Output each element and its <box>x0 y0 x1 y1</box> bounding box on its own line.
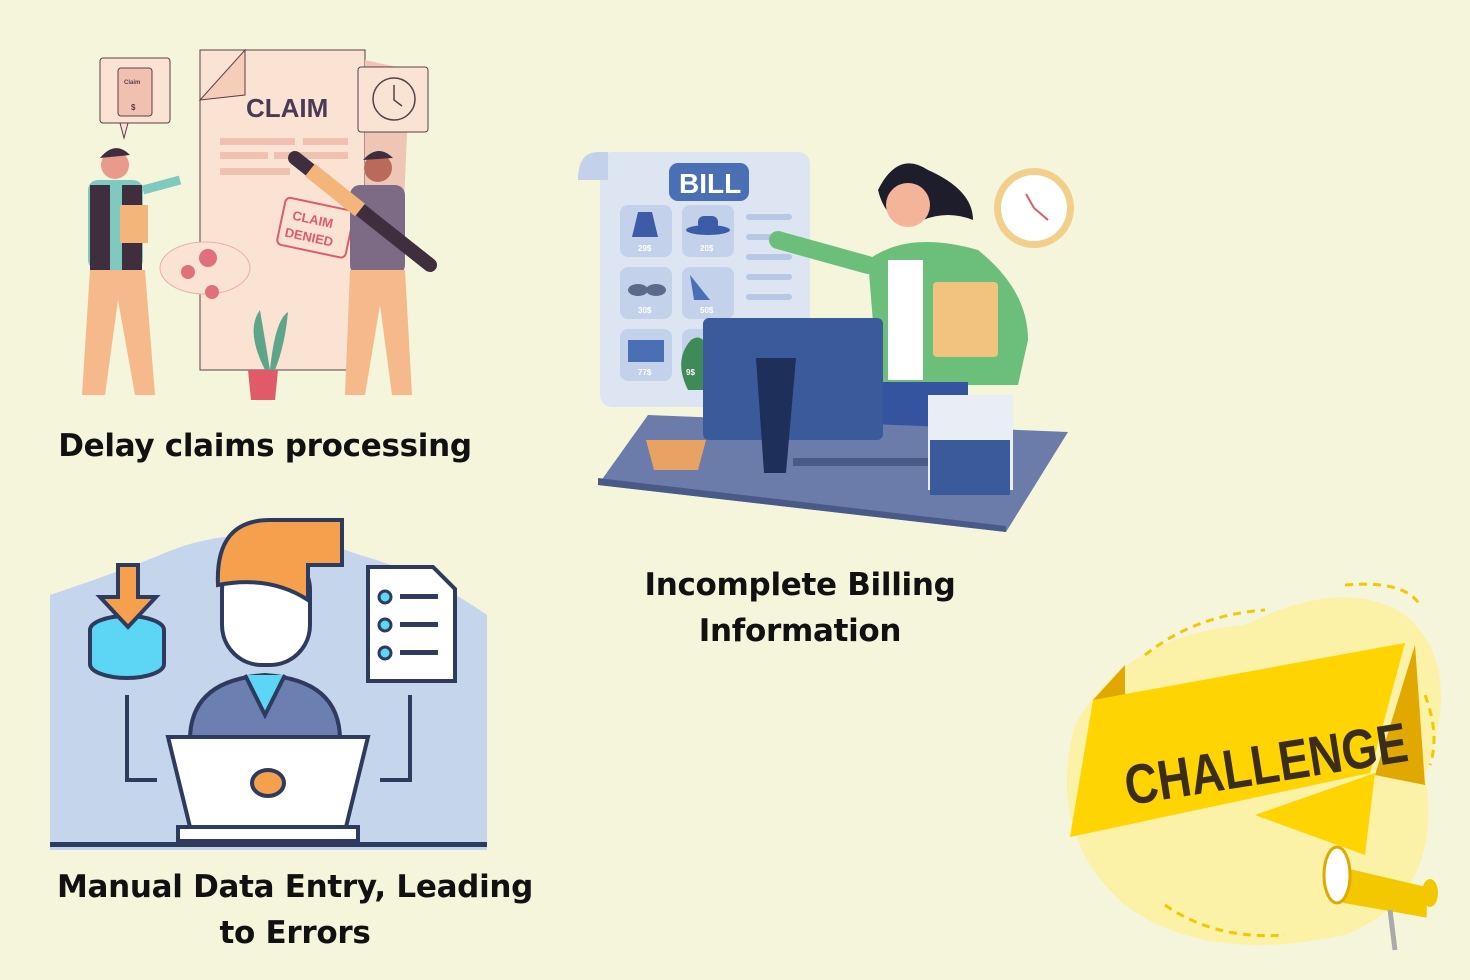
database-download-icon <box>88 563 166 680</box>
claims-illustration: CLAIM CLAIM DENIED Claim $ <box>82 48 437 400</box>
claims-caption: Delay claims processing <box>58 428 472 464</box>
price-label: 9$ <box>686 368 695 377</box>
billing-caption-line1: Incomplete Billing <box>644 567 956 603</box>
bubble-label: Claim <box>124 80 140 86</box>
price-label: 77$ <box>638 368 652 377</box>
billing-caption: Incomplete Billing Information <box>600 562 1000 654</box>
bag-icon <box>628 340 664 362</box>
sunglasses-icon <box>628 284 648 296</box>
clipboard-icon <box>117 67 153 117</box>
cloud-icon <box>159 241 251 295</box>
claim-doc-title: CLAIM <box>246 93 328 123</box>
clock-icon <box>372 77 416 121</box>
billing-caption-line2: Information <box>698 613 902 649</box>
challenge-banner: CHALLENGE <box>1066 582 1441 951</box>
price-label: 50$ <box>700 306 714 315</box>
clock-bubble <box>357 66 429 133</box>
bill-items: 29$ 20$ 30$ 50$ 77$ <box>620 205 734 381</box>
bubble-symbol: $ <box>131 103 136 112</box>
plant-icon <box>253 310 288 370</box>
data-entry-caption: Manual Data Entry, Leading to Errors <box>40 864 550 956</box>
price-label: 20$ <box>700 244 714 253</box>
price-label: 30$ <box>638 306 652 315</box>
billing-illustration: BILL 29$ 20$ 30$ 50$ 77$ 9$ <box>578 152 1074 532</box>
checklist-icon <box>366 565 457 683</box>
data-entry-caption-line2: to Errors <box>219 915 371 951</box>
dress-icon <box>632 212 658 237</box>
data-entry-illustration <box>50 518 487 850</box>
data-entry-caption-line1: Manual Data Entry, Leading <box>56 869 534 905</box>
megaphone-icon <box>1322 845 1438 951</box>
bill-title: BILL <box>679 168 741 199</box>
price-label: 29$ <box>638 244 652 253</box>
heels-icon <box>690 275 710 300</box>
person-at-laptop-icon <box>165 518 371 843</box>
